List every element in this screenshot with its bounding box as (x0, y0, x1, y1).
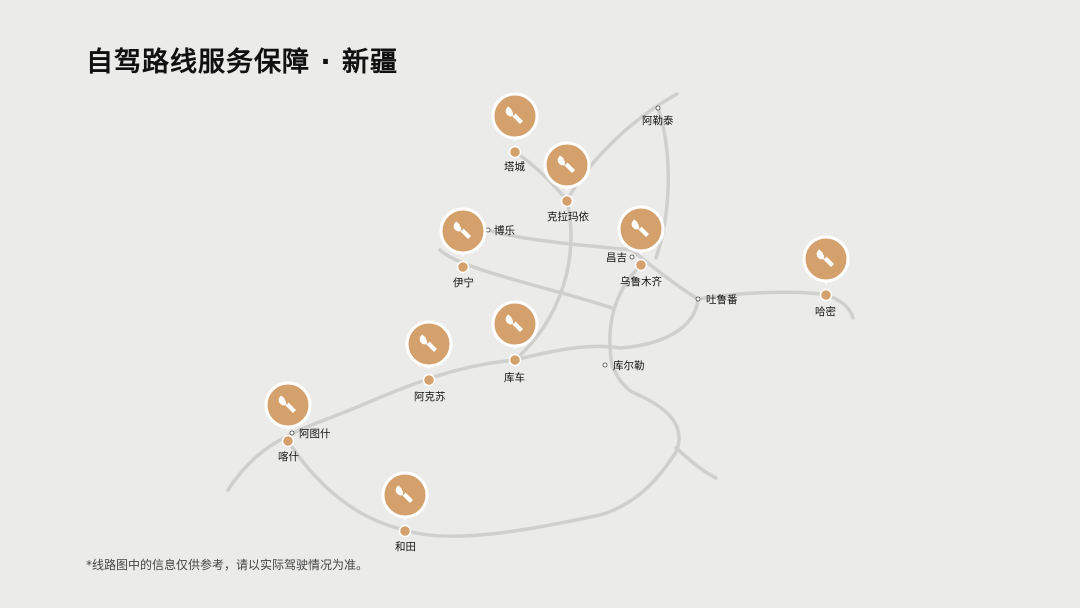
route-korla-south (403, 390, 681, 538)
service-dot (398, 524, 412, 538)
service-label: 阿克苏 (414, 390, 446, 403)
route-changji-urumqi-tulufan (630, 248, 700, 301)
service-label: 伊宁 (453, 276, 474, 289)
service-pin-akesu[interactable]: 阿克苏 (405, 320, 453, 403)
service-pins: 塔城 克拉玛依 伊宁 乌鲁木齐 (264, 92, 850, 553)
city-atushi[interactable]: 阿图什 (289, 428, 331, 440)
city-label: 库尔勒 (613, 359, 645, 372)
service-dot (819, 288, 833, 302)
city-markers: 阿勒泰 博乐 昌吉 吐鲁番 库尔勒 阿图什 (289, 105, 738, 440)
city-dot (629, 254, 635, 260)
route-tulufan-hami (696, 290, 855, 320)
service-pin-kuche[interactable]: 库车 (491, 300, 539, 384)
city-changji[interactable]: 昌吉 (606, 252, 635, 264)
city-label: 吐鲁番 (706, 293, 738, 306)
service-pin-kashi[interactable]: 喀什 (264, 381, 312, 463)
route-yining-korla (438, 248, 614, 310)
route-bole-changji (486, 228, 634, 252)
route-tulufan-korla (618, 297, 700, 350)
route-tacheng-kelamayi (513, 150, 569, 202)
service-pin-urumqi[interactable]: 乌鲁木齐 (617, 205, 665, 288)
service-label: 哈密 (815, 305, 836, 318)
service-dot (508, 353, 522, 367)
city-label: 阿勒泰 (642, 114, 674, 127)
city-label: 博乐 (494, 224, 515, 237)
service-pin-hetian[interactable]: 和田 (381, 471, 429, 553)
service-label: 和田 (395, 541, 416, 553)
route-kashi-hetian (286, 439, 407, 532)
service-dot (508, 145, 522, 159)
city-tulufan[interactable]: 吐鲁番 (695, 293, 738, 306)
city-dot (655, 105, 661, 111)
service-label: 喀什 (278, 450, 299, 463)
route-south-branch (674, 446, 718, 480)
city-dot (695, 296, 701, 302)
service-pin-tacheng[interactable]: 塔城 (491, 92, 539, 173)
service-dot (456, 260, 470, 274)
city-dot (289, 430, 295, 436)
city-label: 昌吉 (606, 252, 627, 264)
service-dot (634, 258, 648, 272)
city-bole[interactable]: 博乐 (485, 224, 515, 237)
service-label: 库车 (504, 371, 525, 384)
page-title: 自驾路线服务保障 · 新疆 (86, 47, 399, 78)
service-dot (560, 194, 574, 208)
footnote: *线路图中的信息仅供参考，请以实际驾驶情况为准。 (86, 558, 369, 572)
service-pin-hami[interactable]: 哈密 (802, 235, 850, 318)
city-dot (485, 227, 491, 233)
service-label: 克拉玛依 (547, 210, 589, 223)
service-label: 乌鲁木齐 (620, 275, 662, 288)
route-urumqi-korla (608, 263, 643, 394)
service-pin-kelamayi[interactable]: 克拉玛依 (543, 141, 591, 223)
service-pin-yining[interactable]: 伊宁 (439, 207, 487, 289)
city-label: 阿图什 (299, 428, 331, 440)
route-lines (226, 92, 855, 538)
city-dot (602, 362, 608, 368)
service-dot (281, 434, 295, 448)
route-kelamayi-kuche (513, 198, 573, 362)
city-aletai[interactable]: 阿勒泰 (642, 105, 674, 127)
service-label: 塔城 (504, 160, 525, 173)
service-dot (422, 373, 436, 387)
route-kelamayi-aletai (565, 92, 679, 202)
city-kuerle[interactable]: 库尔勒 (602, 359, 645, 372)
